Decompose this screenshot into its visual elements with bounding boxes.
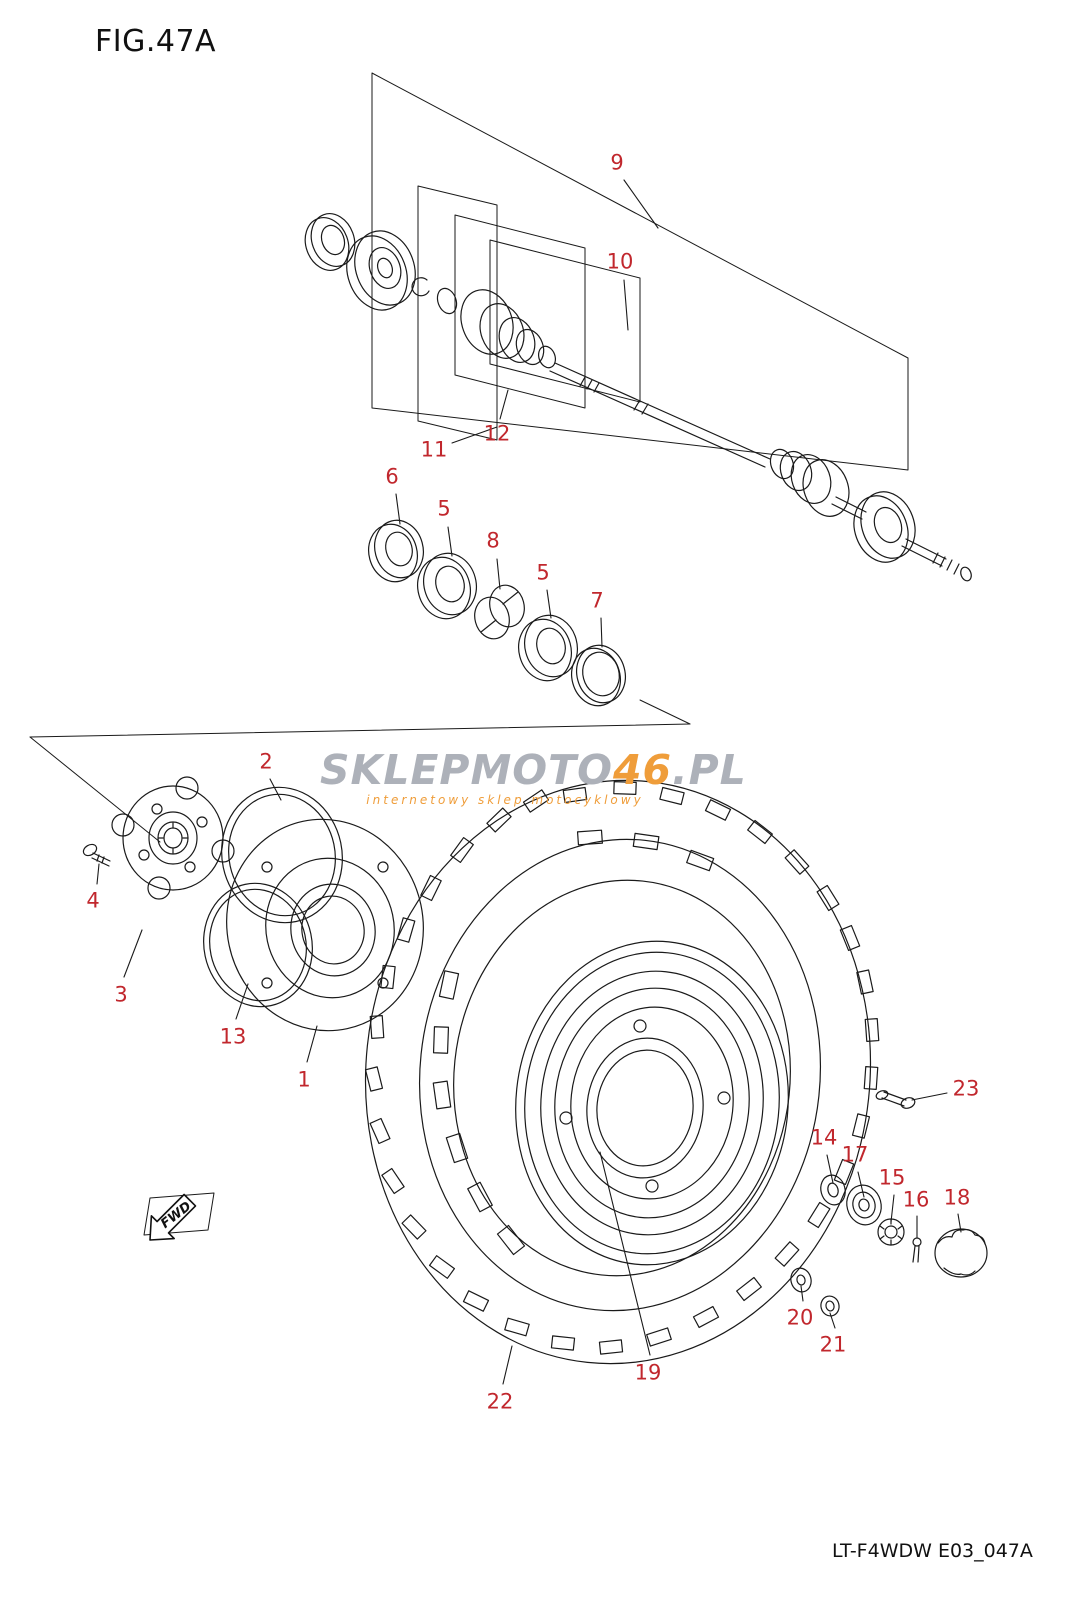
fwd-arrow-icon: [150, 1195, 196, 1241]
leader-line-4: [97, 864, 99, 884]
nut-21: [819, 1294, 842, 1318]
washer-20: [788, 1266, 814, 1294]
leader-line-9: [624, 180, 658, 228]
part-label-19: 19: [634, 1360, 662, 1385]
part-label-3: 3: [114, 982, 128, 1007]
leader-line-20: [801, 1286, 803, 1301]
part-label-13: 13: [219, 1024, 247, 1049]
tread-blocks: [366, 782, 879, 1354]
leader-line-22: [503, 1346, 512, 1384]
part-label-12: 12: [483, 421, 511, 446]
leader-line-21: [830, 1313, 835, 1328]
fwd-marker: FWD: [144, 1193, 214, 1240]
part-label-14: 14: [810, 1125, 838, 1150]
figure-code: LT-F4WDW E03_047A: [832, 1540, 1033, 1562]
leader-line-5: [547, 590, 551, 618]
tire: [337, 755, 899, 1388]
leader-line-14: [827, 1155, 833, 1183]
valve-stem: [875, 1089, 916, 1110]
leader-line-18: [958, 1214, 961, 1232]
part-label-6: 6: [385, 464, 399, 489]
part-label-10: 10: [606, 249, 634, 274]
leader-line-5: [448, 527, 452, 556]
reference-lines: [30, 700, 690, 842]
leader-line-6: [396, 494, 400, 524]
castle-nut-15: [878, 1219, 904, 1245]
leader-line-7: [601, 618, 602, 647]
part-label-23: 23: [952, 1076, 980, 1101]
part-label-5: 5: [437, 496, 451, 521]
flange-bolt: [81, 842, 110, 866]
leader-line-12: [500, 390, 508, 419]
part-label-18: 18: [943, 1185, 971, 1210]
leader-line-13: [236, 984, 248, 1019]
leader-line-2: [270, 779, 281, 800]
hub-flange: [112, 777, 234, 899]
leader-line-1: [307, 1026, 317, 1062]
part-label-8: 8: [486, 528, 500, 553]
dust-cap-18: [935, 1229, 987, 1277]
part-label-17: 17: [841, 1142, 869, 1167]
part-label-4: 4: [86, 888, 100, 913]
figure-title: FIG.47A: [95, 24, 217, 59]
leader-line-15: [891, 1195, 894, 1222]
washer-14: [818, 1172, 849, 1207]
leader-line-19: [600, 1152, 650, 1355]
washer-17: [842, 1181, 885, 1228]
wheel-hub: [192, 776, 443, 1049]
part-label-7: 7: [590, 588, 604, 613]
wheel-rim: [500, 928, 804, 1279]
part-label-16: 16: [902, 1187, 930, 1212]
leader-line-17: [858, 1172, 864, 1197]
cotter-pin-16: [913, 1238, 921, 1262]
leader-line-23: [912, 1093, 947, 1100]
leader-line-8: [497, 559, 500, 589]
part-label-5: 5: [536, 560, 550, 585]
part-label-22: 22: [486, 1389, 514, 1414]
leader-lines: [97, 180, 961, 1384]
part-label-15: 15: [878, 1165, 906, 1190]
part-label-21: 21: [819, 1332, 847, 1357]
leader-line-10: [624, 280, 628, 330]
drive-axle-assembly: [298, 207, 973, 582]
part-label-2: 2: [259, 749, 273, 774]
assembly-group-boxes: [372, 73, 908, 470]
part-label-9: 9: [610, 150, 624, 175]
bearing-seal-row: [362, 515, 631, 711]
leader-line-11: [452, 427, 497, 443]
part-label-11: 11: [420, 437, 448, 462]
part-label-1: 1: [297, 1067, 311, 1092]
leader-line-3: [124, 930, 142, 977]
part-label-20: 20: [786, 1305, 814, 1330]
